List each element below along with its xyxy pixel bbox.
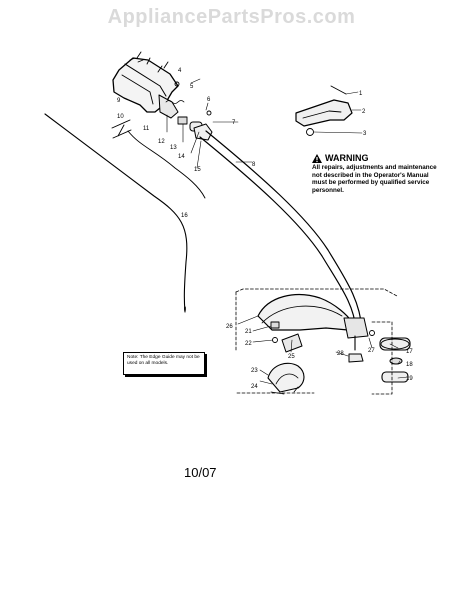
callout-1: 1 [359, 91, 363, 97]
callout-18: 18 [406, 362, 413, 368]
callout-25: 25 [288, 354, 295, 360]
callout-19: 19 [406, 376, 413, 382]
callout-15: 15 [194, 167, 201, 173]
callout-28: 28 [337, 351, 344, 357]
callout-12: 12 [158, 139, 165, 145]
callout-16: 16 [181, 213, 188, 219]
callout-14: 14 [178, 154, 185, 160]
callout-3: 3 [363, 131, 367, 137]
callout-24: 24 [251, 384, 258, 390]
edge-guide-note: Note: The Edge Guide may not be used on … [123, 352, 205, 375]
callout-2: 2 [362, 109, 366, 115]
warning-text: All repairs, adjustments and maintenance… [312, 164, 437, 194]
hanger-bracket [295, 99, 353, 127]
callout-13: 13 [170, 145, 177, 151]
callout-7: 7 [232, 120, 236, 126]
callout-17: 17 [406, 349, 413, 355]
edge-guide [267, 362, 305, 393]
callout-11: 11 [143, 126, 150, 132]
callout-10: 10 [117, 114, 124, 120]
callout-9: 9 [117, 98, 121, 104]
callout-4: 4 [178, 68, 182, 74]
callout-21: 21 [245, 329, 252, 335]
callout-8: 8 [252, 162, 256, 168]
callout-26: 26 [226, 324, 233, 330]
callout-6: 6 [207, 97, 211, 103]
callout-23: 23 [251, 368, 258, 374]
callout-labels: 1 2 3 4 5 6 7 8 9 10 11 12 13 14 15 16 1… [117, 68, 413, 390]
callout-5: 5 [190, 84, 194, 90]
callout-27: 27 [368, 348, 375, 354]
warning-block: WARNING All repairs, adjustments and mai… [312, 153, 440, 194]
warning-triangle-icon [312, 153, 322, 163]
callout-22: 22 [245, 341, 252, 347]
site-watermark: AppliancePartsPros.com [107, 6, 356, 28]
date-code: 10/07 [184, 465, 217, 480]
warning-title: WARNING [325, 153, 369, 163]
